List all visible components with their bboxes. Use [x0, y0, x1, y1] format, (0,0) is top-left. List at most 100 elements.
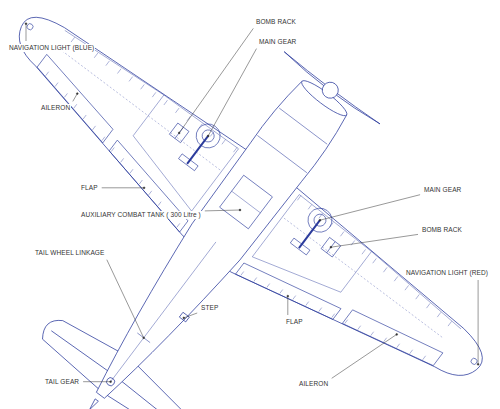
rib-mark	[410, 350, 413, 354]
rib-mark	[102, 137, 105, 141]
rib-mark	[149, 191, 152, 195]
rib-mark	[139, 180, 142, 184]
rib-mark	[254, 278, 257, 282]
rib-mark	[106, 61, 110, 66]
rib-mark	[64, 93, 67, 97]
part-label: NAVIGATION LIGHT (RED)	[405, 269, 489, 277]
part-label: AILERON	[40, 104, 71, 112]
leader-dot	[396, 334, 398, 336]
rib-mark	[306, 302, 309, 306]
rib-mark	[384, 338, 387, 342]
leader-line	[179, 28, 253, 132]
leader-line	[478, 280, 479, 364]
leader-line	[107, 260, 144, 338]
rib-mark	[111, 148, 114, 152]
leader-dot	[143, 337, 145, 339]
leader-dot	[207, 135, 209, 137]
rib-mark	[241, 271, 244, 275]
leader-dot	[239, 209, 241, 211]
part-label: TAIL WHEEL LINKAGE	[34, 249, 105, 257]
rib-mark	[130, 169, 133, 173]
rib-mark	[46, 72, 49, 76]
rib-mark	[141, 84, 145, 89]
leader-dot	[25, 23, 27, 25]
rib-mark	[345, 320, 348, 324]
rib-mark	[71, 37, 75, 42]
rib-mark	[177, 223, 180, 227]
rib-mark	[158, 202, 161, 206]
part-label: BOMB RACK	[255, 18, 297, 26]
rib-mark	[55, 83, 58, 87]
rib-mark	[308, 205, 312, 210]
rib-mark	[416, 294, 420, 299]
rib-mark	[373, 258, 377, 263]
rib-mark	[233, 147, 237, 152]
rib-mark	[423, 356, 426, 360]
leader-dot	[319, 219, 321, 221]
rib-mark	[319, 308, 322, 312]
rib-mark	[94, 53, 98, 58]
leader-dot	[330, 246, 332, 248]
part-label: BOMB RACK	[421, 226, 463, 234]
leader-line	[184, 313, 197, 318]
leader-dot	[477, 363, 479, 365]
leader-dot	[287, 295, 289, 297]
leader-line	[102, 187, 144, 188]
rib-mark	[129, 77, 133, 82]
leader-line	[73, 94, 78, 102]
rib-mark	[319, 214, 323, 219]
rib-mark	[362, 249, 366, 254]
rib-mark	[397, 344, 400, 348]
leader-dot	[183, 317, 185, 319]
part-label: AILERON	[298, 380, 329, 388]
leader-line	[26, 24, 27, 41]
part-label: TAIL GEAR	[44, 378, 80, 386]
leader-line	[332, 334, 397, 378]
part-label: FLAP	[80, 184, 99, 192]
rib-mark	[394, 276, 398, 281]
rib-mark	[358, 326, 361, 330]
part-label: STEP	[200, 304, 219, 312]
leader-dot	[76, 93, 78, 95]
rib-mark	[222, 140, 226, 145]
rib-mark	[175, 108, 179, 113]
rib-mark	[383, 267, 387, 272]
rib-mark	[437, 312, 441, 317]
rib-mark	[340, 231, 344, 236]
part-label: AUXILIARY COMBAT TANK ( 300 Litre )	[80, 211, 202, 219]
rib-mark	[93, 126, 96, 130]
part-label: MAIN GEAR	[423, 186, 462, 194]
rib-mark	[330, 222, 334, 227]
leader-line	[83, 381, 111, 382]
rib-mark	[267, 284, 270, 288]
rib-mark	[448, 321, 452, 326]
part-label: MAIN GEAR	[258, 38, 297, 46]
rib-mark	[280, 290, 283, 294]
rib-mark	[371, 332, 374, 336]
rib-mark	[199, 124, 203, 129]
part-label: NAVIGATION LIGHT (BLUE)	[8, 44, 95, 52]
rib-mark	[426, 303, 430, 308]
leader-line	[208, 49, 256, 136]
rib-mark	[405, 285, 409, 290]
rib-mark	[351, 240, 355, 245]
rib-mark	[83, 115, 86, 119]
part-label: FLAP	[285, 318, 304, 326]
leader-line	[331, 234, 418, 247]
leader-dot	[143, 187, 145, 189]
leader-line	[287, 296, 288, 315]
rib-mark	[152, 92, 156, 97]
rib-mark	[164, 100, 168, 105]
rib-mark	[332, 314, 335, 318]
rib-mark	[297, 196, 301, 201]
rib-mark	[293, 296, 296, 300]
rib-mark	[74, 104, 77, 108]
leader-dot	[178, 132, 180, 134]
rib-mark	[187, 116, 191, 121]
leader-line	[205, 210, 240, 212]
rib-mark	[210, 132, 214, 137]
leader-line	[320, 195, 420, 221]
rib-mark	[117, 69, 121, 74]
